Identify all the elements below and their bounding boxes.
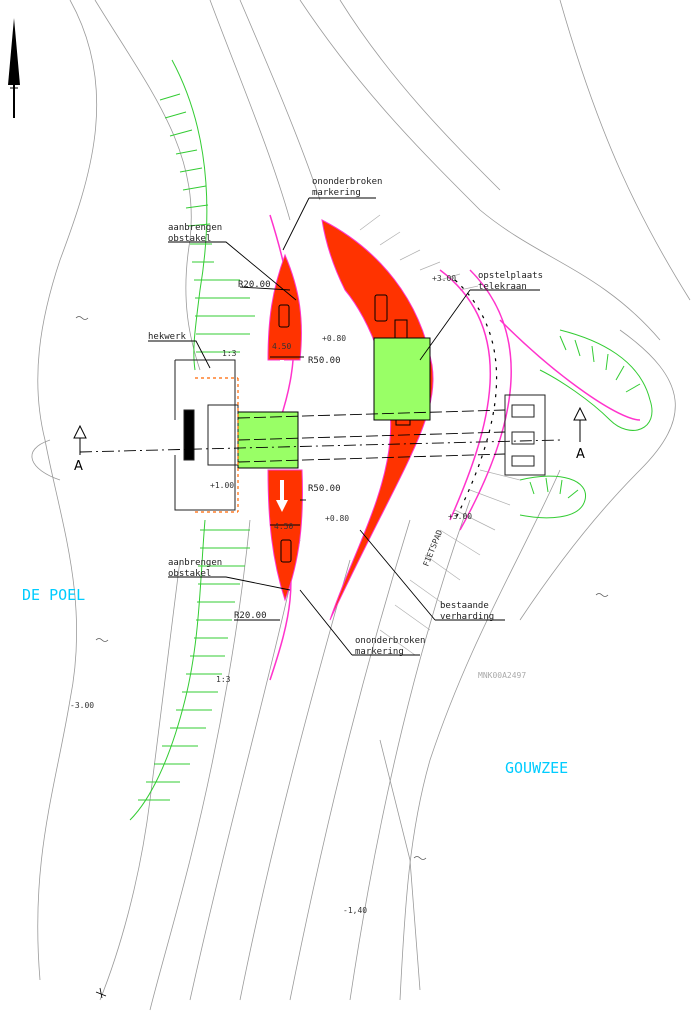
label-aanbrengen-bottom-2: obstakel — [168, 569, 211, 579]
level-300-top: +3.00 — [432, 274, 456, 283]
label-width-top: 4.50 — [272, 342, 291, 351]
label-r50-top: R50.00 — [308, 356, 341, 366]
section-marker-icon — [73, 406, 587, 455]
slope-hatching-right — [519, 329, 653, 519]
label-r20-top: R20.00 — [238, 280, 271, 290]
bridge-deck — [237, 337, 431, 469]
level-080-bottom: +0.80 — [325, 514, 349, 523]
label-width-bottom: 4.50 — [274, 522, 293, 531]
road-hatching — [359, 214, 521, 656]
label-aanbrengen-top-2: obstakel — [168, 234, 211, 244]
slope-hatching-left — [129, 59, 255, 821]
car-icon — [278, 294, 388, 563]
level-minus-140: -1,40 — [343, 906, 367, 915]
tree-icon — [95, 987, 107, 999]
section-label-left: A — [74, 459, 83, 474]
water-label-gouwzee: GOUWZEE — [505, 759, 568, 777]
section-line — [79, 409, 561, 463]
leader-lines — [148, 197, 540, 656]
direction-arrow-icon — [276, 360, 288, 512]
label-r50-bottom: R50.00 — [308, 484, 341, 494]
fence-hekwerk — [195, 377, 239, 513]
level-minus-300: -3.00 — [70, 701, 94, 710]
abutment-right — [504, 394, 546, 476]
level-300-bottom: +3.00 — [448, 512, 472, 521]
label-ononderbroken-top-2: markering — [312, 188, 361, 198]
north-arrow-icon — [8, 18, 20, 118]
water-label-de-poel: DE POEL — [22, 586, 85, 604]
water-symbol-icon — [75, 316, 609, 860]
drawing-code: MNK00A2497 — [478, 671, 526, 680]
label-r20-bottom: R20.00 — [234, 611, 267, 621]
label-hekwerk: hekwerk — [148, 332, 187, 342]
label-ononderbroken-top-1: ononderbroken — [312, 177, 382, 187]
label-bestaande-2: verharding — [440, 612, 494, 622]
label-bestaande-1: bestaande — [440, 601, 489, 611]
section-label-right: A — [576, 447, 585, 462]
bike-path-centreline — [454, 279, 498, 521]
level-100: +1.00 — [210, 481, 234, 490]
label-slope-bottom: 1:3 — [216, 675, 231, 684]
abutment-left — [174, 359, 239, 511]
label-opstelplaats-1: opstelplaats — [478, 271, 543, 281]
shoreline-lines — [31, 0, 691, 1011]
label-aanbrengen-top-1: aanbrengen — [168, 223, 222, 233]
label-opstelplaats-2: telekraan — [478, 282, 527, 292]
level-080-top: +0.80 — [322, 334, 346, 343]
label-aanbrengen-bottom-1: aanbrengen — [168, 558, 222, 568]
label-ononderbroken-bottom-1: ononderbroken — [355, 636, 425, 646]
label-fietspad: FIETSPAD — [422, 528, 445, 567]
label-slope-top: 1:3 — [222, 349, 237, 358]
label-ononderbroken-bottom-2: markering — [355, 647, 404, 657]
